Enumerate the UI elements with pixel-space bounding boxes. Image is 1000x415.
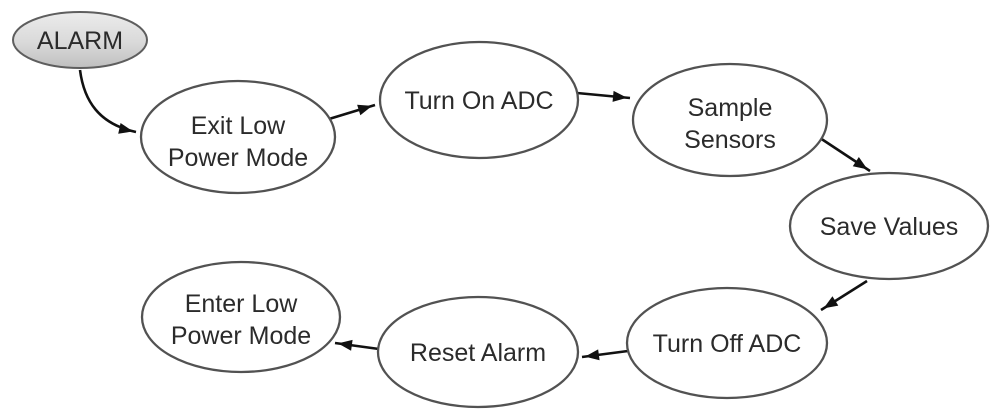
save-values-ellipse <box>788 171 990 281</box>
alarm-label: ALARM <box>37 27 123 55</box>
turn-off-adc-ellipse <box>625 286 829 400</box>
node-alarm: ALARM <box>12 11 148 69</box>
exit-low-power-label-line2: Power Mode <box>168 144 308 172</box>
reset-alarm-ellipse <box>376 295 580 409</box>
node-exit-low-power-mode: Exit Low Power Mode <box>139 79 337 195</box>
exit-low-power-label-line1: Exit Low <box>191 112 286 140</box>
edge-reset-alarm-to-enter-low-power <box>334 339 380 351</box>
enter-low-power-label-line1: Enter Low <box>185 290 299 318</box>
edge-sample-sensors-to-save-values <box>816 134 871 173</box>
edge-exit-low-power-to-turn-on-adc <box>328 103 376 121</box>
node-turn-off-adc: Turn Off ADC <box>625 286 829 400</box>
exit-low-power-ellipse <box>139 79 337 195</box>
enter-low-power-ellipse <box>140 260 342 374</box>
edge-turn-on-adc-to-sample-sensors <box>576 90 631 102</box>
turn-off-adc-label: Turn Off ADC <box>653 330 802 358</box>
edge-save-values-to-turn-off-adc <box>820 279 868 312</box>
turn-on-adc-label: Turn On ADC <box>404 87 553 115</box>
alarm-ellipse <box>12 11 148 69</box>
node-sample-sensors: Sample Sensors <box>631 62 829 178</box>
reset-alarm-label: Reset Alarm <box>410 339 546 367</box>
edge-turn-off-adc-to-reset-alarm <box>581 349 629 361</box>
save-values-label: Save Values <box>820 213 959 241</box>
node-save-values: Save Values <box>788 171 990 281</box>
edge-alarm-to-exit-low-power <box>78 69 137 134</box>
turn-on-adc-ellipse <box>378 40 580 160</box>
node-enter-low-power-mode: Enter Low Power Mode <box>140 260 342 374</box>
node-turn-on-adc: Turn On ADC <box>378 40 580 160</box>
sample-sensors-ellipse <box>631 62 829 178</box>
enter-low-power-label-line2: Power Mode <box>171 322 311 350</box>
sample-sensors-label-line2: Sensors <box>684 126 776 154</box>
node-reset-alarm: Reset Alarm <box>376 295 580 409</box>
sample-sensors-label-line1: Sample <box>688 94 773 122</box>
